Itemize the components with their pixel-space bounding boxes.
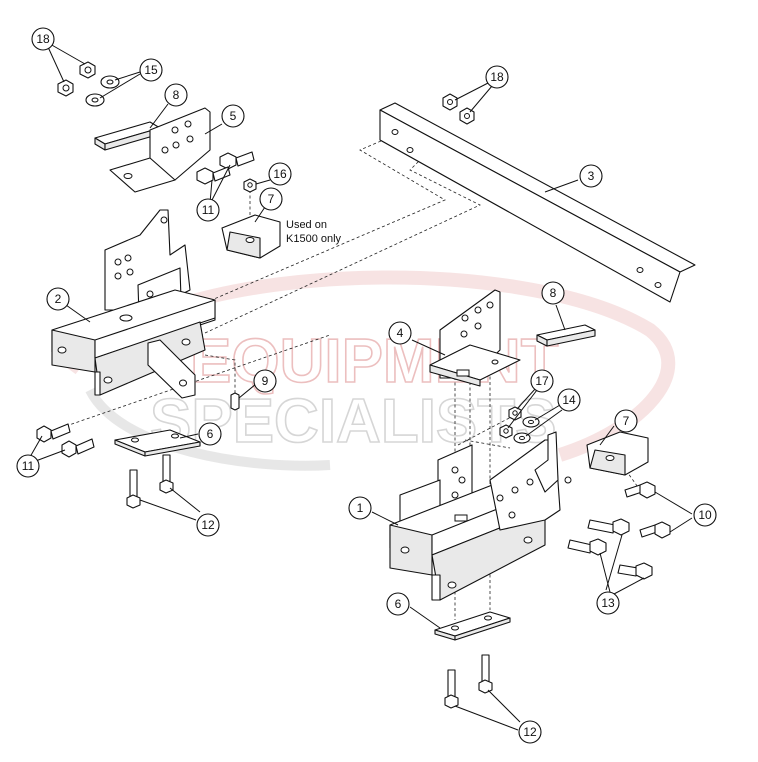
spacer-plate-8-right [536, 324, 596, 347]
svg-text:11: 11 [22, 459, 35, 473]
bolt-13 [567, 518, 653, 580]
bracket-7-k1500 [221, 214, 281, 259]
bolt-11-bottom [36, 423, 95, 458]
svg-text:3: 3 [588, 169, 595, 183]
svg-text:8: 8 [173, 88, 180, 102]
watermark-line2: SPECIALISTS [150, 387, 557, 456]
callout-13: 13 [596, 591, 620, 615]
svg-text:4: 4 [397, 326, 404, 340]
svg-text:6: 6 [207, 427, 214, 441]
bolt-10 [624, 481, 671, 539]
svg-text:18: 18 [36, 32, 50, 46]
callout-7-right: 7 [614, 409, 638, 433]
usage-note: Used on K1500 only [286, 219, 342, 245]
spacer-plate-8-left [94, 121, 161, 151]
washer-14 [513, 416, 540, 444]
usage-note-line1: Used on [286, 219, 327, 231]
nut-17 [499, 406, 522, 439]
callout-12-right: 12 [518, 720, 542, 744]
callout-2: 2 [46, 287, 70, 311]
svg-text:12: 12 [201, 518, 215, 532]
callout-10: 10 [693, 503, 717, 527]
callout-7-top: 7 [259, 187, 283, 211]
callout-8-left: 8 [164, 83, 188, 107]
svg-text:8: 8 [550, 286, 557, 300]
callout-15: 15 [139, 58, 163, 82]
nut-16 [243, 178, 257, 193]
svg-text:10: 10 [698, 508, 712, 522]
callout-6-left: 6 [198, 422, 222, 446]
svg-text:2: 2 [55, 292, 62, 306]
callout-5: 5 [221, 104, 245, 128]
svg-text:5: 5 [230, 109, 237, 123]
callout-9: 9 [253, 369, 277, 393]
usage-note-line2: K1500 only [286, 233, 342, 245]
bolt-12-right [444, 654, 493, 709]
bolt-9 [230, 392, 240, 411]
svg-text:12: 12 [523, 725, 537, 739]
callout-4: 4 [388, 321, 412, 345]
callout-14: 14 [557, 388, 581, 412]
svg-text:17: 17 [535, 374, 549, 388]
svg-text:7: 7 [623, 414, 630, 428]
callouts: 18 15 8 5 11 16 7 2 [16, 27, 717, 744]
callout-1: 1 [348, 496, 372, 520]
svg-text:18: 18 [490, 70, 504, 84]
washer-15 [85, 75, 120, 107]
callout-3: 3 [579, 164, 603, 188]
callout-11-top: 11 [196, 198, 220, 222]
svg-text:16: 16 [273, 167, 287, 181]
callout-8-right: 8 [541, 281, 565, 305]
svg-text:7: 7 [268, 192, 275, 206]
bolt-12-left [126, 454, 174, 509]
plate-6-right [434, 611, 511, 641]
mount-2-left [51, 209, 216, 396]
plate-6-left [114, 429, 201, 457]
svg-text:1: 1 [357, 501, 364, 515]
svg-text:11: 11 [202, 203, 215, 217]
svg-text:13: 13 [601, 596, 615, 610]
callout-17: 17 [530, 369, 554, 393]
callout-11-bottom: 11 [16, 454, 40, 478]
callout-12-left: 12 [196, 513, 220, 537]
bracket-4 [429, 289, 521, 387]
bracket-5 [109, 107, 211, 193]
bolt-11-top [196, 151, 255, 185]
svg-text:14: 14 [562, 393, 576, 407]
nut-18-top-left [57, 61, 96, 97]
callout-6-right: 6 [386, 592, 410, 616]
crossbar-3 [379, 102, 696, 303]
svg-text:6: 6 [395, 597, 402, 611]
side-plate-2 [147, 339, 196, 399]
callout-18-top-left: 18 [31, 27, 55, 51]
watermark-swoosh-grey [85, 387, 331, 471]
mount-1-right [389, 431, 572, 601]
svg-text:15: 15 [144, 63, 158, 77]
svg-text:9: 9 [262, 374, 269, 388]
callout-18-top-right: 18 [485, 65, 509, 89]
callout-16: 16 [268, 162, 292, 186]
